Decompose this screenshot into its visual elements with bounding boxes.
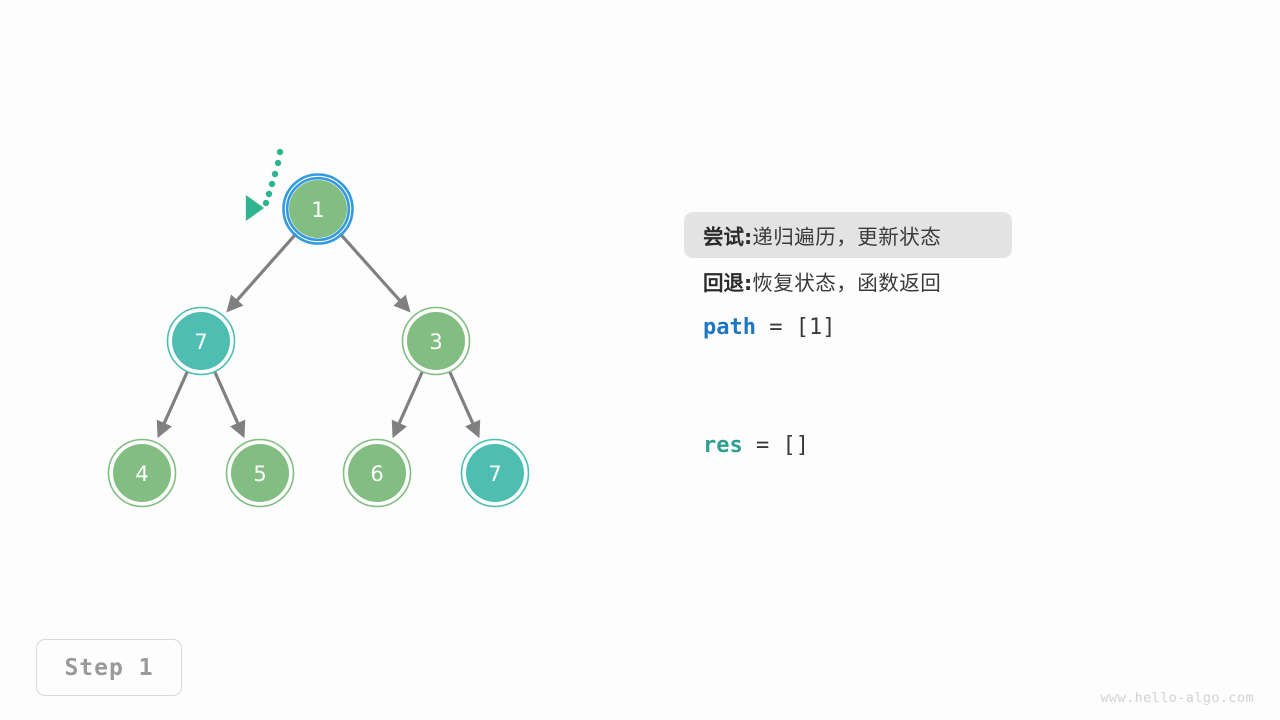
tree-node-1[interactable]: 1 [282, 173, 354, 245]
tree-node-3[interactable]: 3 [401, 306, 471, 376]
traversal-pointer [245, 148, 284, 221]
assignment-operator: = [755, 314, 796, 340]
panel-row-2: 回退: 恢复状态，函数返回 [684, 258, 1104, 304]
pointer-trail-dot [274, 159, 282, 167]
variable-value: [] [782, 432, 810, 458]
step-badge: Step 1 [36, 639, 182, 696]
panel-row-prefix: 尝试: [703, 225, 753, 249]
tree-edge [226, 232, 298, 313]
tree-edge [156, 370, 189, 439]
node-focus-ring [282, 173, 354, 245]
node-focus-ring-inner [285, 176, 351, 242]
variable-row-res: res = [] [684, 422, 1104, 468]
tree-edge [391, 370, 424, 439]
node-circle [466, 444, 524, 502]
pointer-arrow-icon [245, 195, 265, 221]
assignment-operator: = [742, 432, 783, 458]
state-panel: 尝试: 递归遍历，更新状态回退: 恢复状态，函数返回 path = [1]res… [684, 212, 1104, 468]
node-circle [113, 444, 171, 502]
node-circle [172, 312, 230, 370]
variable-name: path [703, 314, 756, 340]
node-value-label: 7 [194, 330, 207, 354]
variable-row-path: path = [1] [684, 304, 1104, 350]
variable-value: [1] [795, 314, 836, 340]
tree-node-5[interactable]: 5 [225, 438, 295, 508]
tree-node-7[interactable]: 7 [460, 438, 530, 508]
node-value-label: 4 [135, 462, 148, 486]
tree-edge [338, 232, 411, 313]
pointer-trail-dot [268, 180, 276, 188]
panel-description-rows: 尝试: 递归遍历，更新状态回退: 恢复状态，函数返回 [684, 212, 1104, 304]
variable-name: res [703, 432, 743, 458]
node-outline-ring [460, 438, 530, 508]
tree-node-layer: 1 7 3 4 5 6 7 [107, 173, 530, 508]
pointer-trail-dot [271, 170, 279, 178]
panel-row-text: 递归遍历，更新状态 [752, 225, 942, 249]
panel-variable-rows: path = [1] res = [] [684, 304, 1104, 468]
tree-node-4[interactable]: 4 [107, 438, 177, 508]
node-circle [348, 444, 406, 502]
tree-edge [213, 370, 246, 439]
pointer-trail-dot [265, 190, 273, 198]
node-outline-ring [401, 306, 471, 376]
tree-node-6[interactable]: 6 [342, 438, 412, 508]
node-value-label: 3 [429, 330, 442, 354]
pointer-trail-dot [276, 148, 284, 156]
node-value-label: 5 [253, 462, 266, 486]
node-outline-ring [225, 438, 295, 508]
node-outline-ring [342, 438, 412, 508]
tree-edge-layer [156, 232, 481, 439]
tree-edge [448, 370, 481, 439]
node-value-label: 6 [370, 462, 383, 486]
tree-node-7[interactable]: 7 [166, 306, 236, 376]
panel-row-prefix: 回退: [703, 271, 753, 295]
pointer-trail-dot [262, 199, 270, 207]
node-value-label: 7 [488, 462, 501, 486]
node-outline-ring [107, 438, 177, 508]
node-outline-ring [166, 306, 236, 376]
panel-row-text: 恢复状态，函数返回 [752, 271, 942, 295]
node-circle [231, 444, 289, 502]
step-badge-label: Step 1 [64, 654, 154, 681]
panel-row-1: 尝试: 递归遍历，更新状态 [684, 212, 1012, 258]
node-circle [407, 312, 465, 370]
site-watermark: www.hello-algo.com [1100, 690, 1254, 706]
node-circle [289, 180, 347, 238]
node-value-label: 1 [311, 198, 324, 222]
